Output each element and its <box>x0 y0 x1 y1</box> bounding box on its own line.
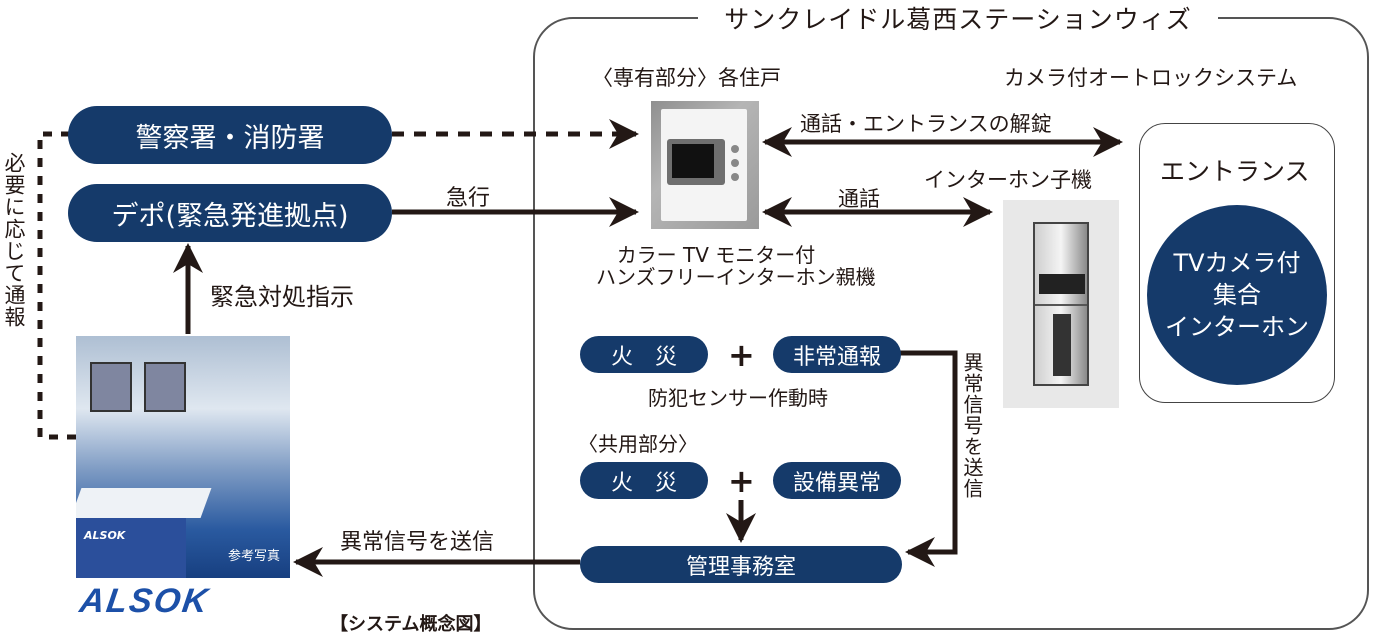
police-fire-node: 警察署・消防署 <box>68 106 392 164</box>
monitor-photo <box>651 101 759 229</box>
building-title: サンクレイドル葛西ステーションウィズ <box>698 0 1218 36</box>
desk-logo: ALSOK <box>84 529 126 542</box>
entrance-label: エントランス <box>1160 157 1310 186</box>
signal-left-label: 異常信号を送信 <box>340 530 495 555</box>
photo-caption: 参考写真 <box>227 549 280 564</box>
common-plus: + <box>728 462 755 500</box>
circle-line2: 集合 <box>1213 281 1261 309</box>
common-heading: 〈共用部分〉 <box>578 432 698 456</box>
diagram-caption: 【システム概念図】 <box>330 614 492 635</box>
management-office-node: 管理事務室 <box>580 546 902 583</box>
circle-line3: インターホン <box>1165 313 1309 341</box>
report-signal-line <box>900 350 958 567</box>
sensor-label: 防犯センサー作動時 <box>648 386 828 410</box>
autolock-heading: カメラ付オートロックシステム <box>1004 66 1298 90</box>
private-fire-node: 火 災 <box>580 336 708 373</box>
monitor-caption-line2: ハンズフリーインターホン親機 <box>596 265 876 289</box>
common-fire-node: 火 災 <box>580 462 708 499</box>
door-intercom-photo <box>1003 200 1119 408</box>
equipment-error-node: 設備異常 <box>773 462 901 499</box>
depot-node: デポ(緊急発進拠点) <box>68 184 392 242</box>
monitoring-center-photo: ALSOK 参考写真 <box>76 336 290 578</box>
circle-line1: TVカメラ付 <box>1173 249 1301 277</box>
instruction-label: 緊急対処指示 <box>210 283 354 311</box>
alsok-logo: ALSOK <box>77 582 212 620</box>
monitor-caption-line1: カラー TV モニター付 <box>616 243 816 267</box>
entrance-intercom-node: TVカメラ付 集合 インターホン <box>1147 205 1327 385</box>
notify-dotted-line <box>37 131 76 440</box>
notify-label: 必要に応じて通報 <box>2 152 26 328</box>
private-heading: 〈専有部分〉各住戸 <box>592 66 781 90</box>
call-label: 通話 <box>838 187 880 211</box>
private-plus: + <box>728 336 755 374</box>
unlock-label: 通話・エントランスの解錠 <box>800 112 1052 136</box>
entrance-box <box>1139 123 1335 403</box>
signal-right-label: 異常信号を送信 <box>960 352 984 499</box>
monitor-caption: カラー TV モニター付 ハンズフリーインターホン親機 <box>596 243 876 289</box>
sub-unit-label: インターホン子機 <box>924 168 1092 192</box>
emergency-report-node: 非常通報 <box>773 336 901 373</box>
rush-label: 急行 <box>446 186 491 211</box>
